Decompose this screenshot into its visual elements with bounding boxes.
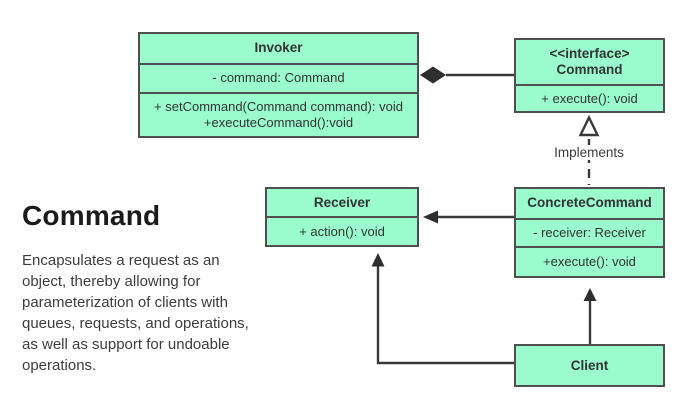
implements-label: Implements xyxy=(551,145,627,160)
implements-triangle-icon xyxy=(578,114,600,137)
invoker-methods: + setCommand(Command command): void +exe… xyxy=(140,91,417,136)
invoker-attribute: - command: Command xyxy=(140,62,417,92)
invoker-method-executecommand: +executeCommand():void xyxy=(203,114,354,130)
receiver-method: + action(): void xyxy=(267,216,417,245)
command-interface-stereotype: <<interface> xyxy=(549,46,630,62)
pattern-title: Command xyxy=(22,200,161,231)
command-interface-title: Command xyxy=(556,62,623,78)
client-to-receiver-arrowhead-icon xyxy=(371,253,385,267)
concrete-command-attribute: - receiver: Receiver xyxy=(516,217,663,247)
composition-diamond-icon xyxy=(420,66,446,84)
client-to-receiver-line xyxy=(376,266,514,365)
class-client: Client xyxy=(514,344,665,387)
concrete-to-receiver-arrowhead-icon xyxy=(423,210,438,224)
client-to-concrete-arrowhead-icon xyxy=(583,288,597,301)
invoker-title: Invoker xyxy=(254,40,303,56)
command-interface-header: <<interface> Command xyxy=(516,40,663,84)
receiver-title: Receiver xyxy=(313,194,371,210)
class-command-interface: <<interface> Command + execute(): void xyxy=(514,38,665,113)
class-invoker: Invoker - command: Command + setCommand(… xyxy=(138,32,419,138)
invoker-method-setcommand: + setCommand(Command command): void xyxy=(154,98,403,114)
concrete-command-title: ConcreteCommand xyxy=(527,195,652,211)
concrete-command-method: +execute(): void xyxy=(516,246,663,276)
command-interface-method: + execute(): void xyxy=(516,84,663,111)
class-concrete-command: ConcreteCommand - receiver: Receiver +ex… xyxy=(514,187,665,278)
client-title: Client xyxy=(570,357,609,373)
class-receiver: Receiver + action(): void xyxy=(265,187,419,247)
pattern-description: Encapsulates a request as an object, the… xyxy=(22,252,249,374)
